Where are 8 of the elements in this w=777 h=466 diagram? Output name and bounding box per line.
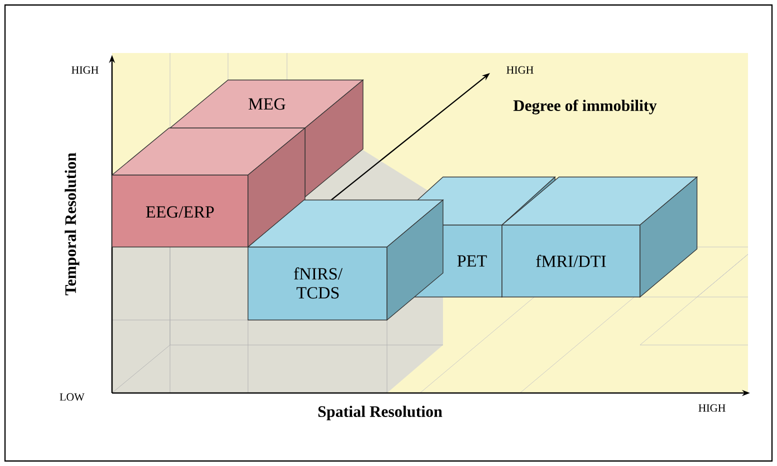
axis-label: HIGH [698,404,726,412]
axis-label: HIGH [72,66,98,74]
axis-label: HIGH [506,66,534,74]
node-label: MEG [248,98,286,110]
axis-title: Temporal Resolution [64,152,80,296]
axis-title: Spatial Resolution [318,406,442,420]
axis-title: Degree of immobility [513,100,657,114]
axis-label: LOW [60,393,84,401]
